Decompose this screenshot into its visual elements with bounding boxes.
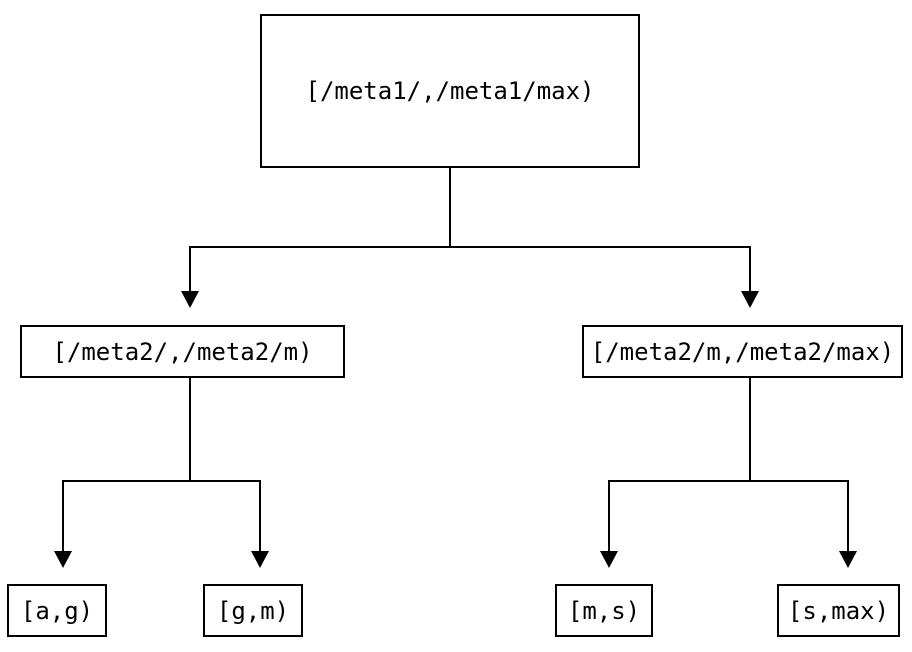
node-left-label: [/meta2/,/meta2/m) [52, 337, 313, 366]
arrowhead-left [181, 291, 199, 308]
node-right-range: [/meta2/m,/meta2/max) [582, 325, 903, 378]
node-leaf-ag-label: [a,g) [20, 596, 94, 625]
node-leaf-gm-label: [g,m) [216, 596, 290, 625]
node-root-label: [/meta1/,/meta1/max) [305, 77, 595, 105]
arrowhead-gm [251, 551, 269, 568]
node-leaf-gm: [g,m) [203, 584, 303, 637]
node-left-range: [/meta2/,/meta2/m) [20, 325, 345, 378]
arrowhead-ms [600, 551, 618, 568]
node-leaf-smax: [s,max) [777, 584, 900, 637]
arrowhead-right [741, 291, 759, 308]
node-leaf-ms: [m,s) [555, 584, 653, 637]
node-right-label: [/meta2/m,/meta2/max) [590, 337, 895, 366]
node-leaf-ag: [a,g) [7, 584, 107, 637]
node-leaf-ms-label: [m,s) [567, 596, 641, 625]
arrowhead-ag [54, 551, 72, 568]
node-root-range: [/meta1/,/meta1/max) [260, 14, 640, 168]
node-leaf-smax-label: [s,max) [787, 596, 890, 625]
arrowhead-smax [839, 551, 857, 568]
